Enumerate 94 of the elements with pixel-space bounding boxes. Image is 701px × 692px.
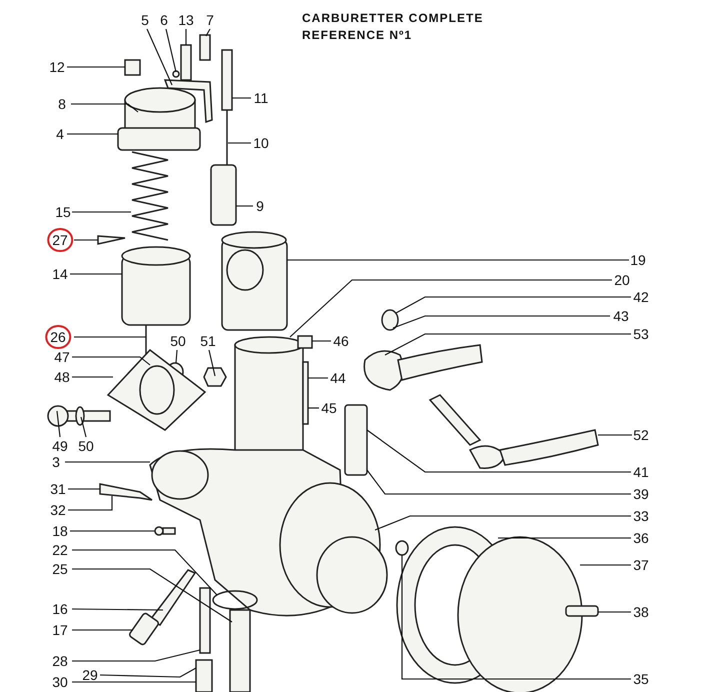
leader-line: [72, 629, 133, 631]
leader-line: [185, 29, 187, 45]
leader-line: [308, 377, 328, 379]
leader-line: [71, 103, 138, 112]
title: CARBURETTER COMPLETE REFERENCE Nº1: [302, 10, 484, 44]
leader-line: [308, 407, 319, 409]
callout-number: 22: [51, 542, 69, 558]
callout-number: 47: [53, 349, 71, 365]
callout-number: 36: [632, 530, 650, 546]
callout-number: 52: [632, 427, 650, 443]
leader-line: [74, 336, 146, 338]
callout-number: 15: [54, 204, 72, 220]
callout-number: 50: [169, 333, 187, 349]
callout-number: 16: [51, 601, 69, 617]
callout-number: 31: [49, 481, 67, 497]
callout-number: 6: [159, 12, 169, 28]
leader-line: [384, 333, 631, 356]
leader-line: [392, 315, 610, 329]
leader-line: [146, 28, 172, 86]
leader-line: [374, 515, 631, 531]
callout-number: 18: [51, 523, 69, 539]
leader-line: [72, 211, 131, 213]
callout-number: 9: [255, 198, 265, 214]
leader-line: [287, 259, 629, 261]
leader-line: [598, 434, 632, 436]
leader-line: [580, 564, 631, 566]
callout-number: 45: [320, 400, 338, 416]
leader-line: [366, 430, 631, 473]
callout-number: 50: [77, 438, 95, 454]
leader-line: [206, 28, 210, 36]
callout-number: 48: [53, 369, 71, 385]
callout-number: 38: [632, 604, 650, 620]
leader-line: [65, 461, 150, 463]
callout-number: 41: [632, 464, 650, 480]
callout-number: 27: [47, 228, 73, 252]
leader-line: [67, 133, 118, 135]
callout-number: 32: [49, 502, 67, 518]
callout-number: 25: [51, 561, 69, 577]
callout-number: 10: [252, 135, 270, 151]
callout-number: 3: [51, 454, 61, 470]
callout-number: 8: [57, 96, 67, 112]
callout-number: 12: [48, 59, 66, 75]
callout-number: 39: [632, 486, 650, 502]
leader-line: [68, 496, 113, 511]
callout-number: 46: [332, 333, 350, 349]
callout-number: 49: [51, 438, 69, 454]
callout-number: 20: [613, 272, 631, 288]
callout-number: 42: [632, 289, 650, 305]
callout-number: 11: [252, 90, 270, 106]
leader-line: [175, 350, 178, 364]
callout-number: 29: [81, 667, 99, 683]
callout-number: 37: [632, 557, 650, 573]
leader-line: [72, 608, 163, 611]
leader-line: [70, 530, 155, 532]
leader-line: [228, 142, 251, 144]
callout-number: 53: [632, 326, 650, 342]
leader-line: [70, 273, 122, 275]
leader-line: [165, 28, 177, 72]
leader-line: [290, 279, 612, 338]
callout-number: 13: [177, 12, 195, 28]
callout-number: 35: [632, 671, 650, 687]
callout-number: 5: [140, 12, 150, 28]
callout-number: 4: [55, 126, 65, 142]
leader-line: [72, 649, 200, 662]
leader-line: [72, 549, 218, 596]
leader-line: [100, 668, 196, 678]
leader-line: [208, 350, 216, 376]
callout-number: 33: [632, 508, 650, 524]
callout-number: 26: [45, 325, 71, 349]
callout-number: 17: [51, 622, 69, 638]
callout-number: 28: [51, 653, 69, 669]
callout-number: 44: [329, 370, 347, 386]
leader-line: [401, 555, 631, 680]
callout-number: 30: [51, 674, 69, 690]
callout-number: 7: [205, 12, 215, 28]
leader-line: [312, 340, 331, 342]
leader-line: [236, 205, 253, 207]
leader-line: [67, 66, 125, 68]
leader-line: [232, 97, 251, 99]
callout-number: 19: [629, 252, 647, 268]
leader-line: [68, 488, 100, 490]
leader-line: [598, 611, 631, 613]
leader-line: [74, 239, 98, 241]
leader-line: [72, 356, 150, 366]
leader-line: [72, 376, 113, 378]
callout-number: 51: [199, 333, 217, 349]
leader-line: [72, 568, 232, 622]
callout-number: 14: [51, 266, 69, 282]
leader-line: [396, 296, 631, 314]
leader-line: [498, 537, 631, 539]
leader-line: [80, 416, 87, 438]
callout-number: 43: [612, 308, 630, 324]
leader-line: [366, 470, 631, 495]
leader-line: [72, 681, 196, 683]
